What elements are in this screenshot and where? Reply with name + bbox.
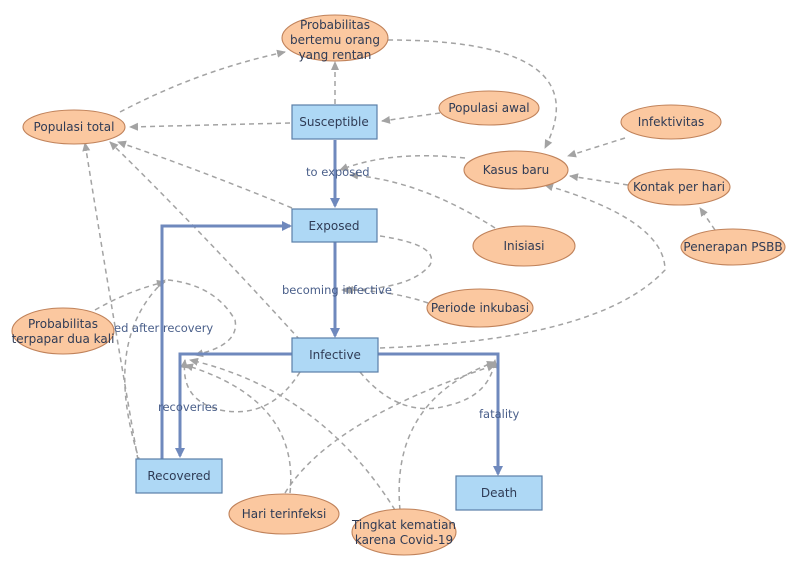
var-populasi-total[interactable]: Populasi total	[22, 109, 126, 145]
var-inisiasi[interactable]: Inisiasi	[472, 225, 576, 267]
svg-text:Kontak per hari: Kontak per hari	[633, 180, 725, 194]
svg-text:karena Covid-19: karena Covid-19	[355, 533, 453, 547]
flows	[160, 140, 503, 476]
stock-infective[interactable]: Infective	[291, 337, 379, 373]
link-psbb-to-kontak	[699, 207, 716, 231]
svg-text:Periode inkubasi: Periode inkubasi	[431, 301, 529, 315]
flow-labels: to exposed becoming infective recoveries…	[80, 165, 520, 421]
link-exposedafter-loop	[167, 279, 237, 358]
link-prob-meet-to-kasus	[387, 39, 557, 149]
stock-death[interactable]: Death	[455, 475, 543, 511]
link-exposed-to-becoming	[341, 235, 433, 294]
var-tingkat-kematian[interactable]: Tingkat kematian karena Covid-19	[351, 508, 457, 556]
link-infective-to-poptotal	[109, 141, 301, 341]
svg-text:Populasi awal: Populasi awal	[448, 101, 529, 115]
svg-text:Inisiasi: Inisiasi	[503, 239, 544, 253]
flow-fatality	[378, 352, 503, 476]
link-tingkat-to-fatality	[398, 360, 496, 511]
link-tingkat-to-recoveries	[189, 357, 396, 511]
link-exposed-to-poptotal	[117, 140, 293, 209]
var-kontak-per-hari[interactable]: Kontak per hari	[627, 168, 731, 206]
link-periode-to-becoming	[344, 286, 429, 304]
svg-text:Exposed: Exposed	[309, 219, 360, 233]
svg-text:Populasi total: Populasi total	[34, 120, 115, 134]
svg-text:Penerapan PSBB: Penerapan PSBB	[683, 240, 782, 254]
svg-text:Infektivitas: Infektivitas	[638, 115, 705, 129]
var-hari-terinfeksi[interactable]: Hari terinfeksi	[228, 493, 340, 535]
var-periode-inkubasi[interactable]: Periode inkubasi	[426, 288, 534, 328]
stock-exposed[interactable]: Exposed	[291, 208, 378, 243]
link-kontak-to-kasus	[569, 173, 629, 186]
svg-text:Susceptible: Susceptible	[299, 115, 368, 129]
svg-text:bertemu orang: bertemu orang	[290, 33, 380, 47]
link-popawal-to-susceptible	[381, 112, 441, 124]
label-to-exposed: to exposed	[306, 165, 370, 179]
link-inisiasi-to-toexposed	[349, 171, 496, 229]
causal-links	[82, 39, 716, 511]
svg-text:Death: Death	[481, 486, 517, 500]
var-infektivitas[interactable]: Infektivitas	[620, 104, 722, 140]
link-infective-to-recoveries	[180, 359, 301, 413]
link-susceptible-to-poptotal	[129, 122, 291, 131]
link-poptotal-to-prob-meet	[119, 49, 286, 113]
flow-recoveries	[175, 352, 292, 458]
svg-text:Tingkat kematian: Tingkat kematian	[351, 518, 456, 532]
var-kasus-baru[interactable]: Kasus baru	[463, 150, 569, 190]
var-penerapan-psbb[interactable]: Penerapan PSBB	[680, 228, 786, 266]
var-populasi-awal[interactable]: Populasi awal	[438, 90, 540, 126]
link-hari-to-recoveries	[184, 363, 292, 494]
link-infective-to-kasus	[379, 183, 666, 349]
link-recovered-to-poptotal	[82, 142, 139, 461]
label-fatality: fatality	[479, 407, 520, 421]
link-recovered-to-exposedafter	[124, 279, 166, 463]
link-probterpapar-to-exposedafter	[94, 279, 166, 311]
var-prob-meet[interactable]: Probabilitas bertemu orang yang rentan	[281, 14, 389, 62]
svg-text:Infective: Infective	[309, 348, 361, 362]
label-recoveries: recoveries	[158, 400, 218, 414]
svg-text:Probabilitas: Probabilitas	[28, 317, 98, 331]
stock-recovered[interactable]: Recovered	[135, 458, 223, 494]
link-infektivitas-to-kasus	[567, 137, 626, 158]
svg-text:Hari terinfeksi: Hari terinfeksi	[242, 507, 327, 521]
svg-text:Probabilitas: Probabilitas	[300, 18, 370, 32]
svg-text:Kasus baru: Kasus baru	[483, 163, 549, 177]
link-infective-to-fatality	[359, 359, 498, 410]
link-hari-to-fatality	[284, 363, 496, 494]
svg-text:terpapar dua kali: terpapar dua kali	[12, 332, 115, 346]
label-becoming-infective: becoming infective	[282, 283, 392, 297]
svg-text:yang rentan: yang rentan	[299, 48, 372, 62]
stock-susceptible[interactable]: Susceptible	[291, 104, 378, 140]
var-prob-terpapar[interactable]: Probabilitas terpapar dua kali	[11, 307, 115, 355]
flow-exposed-after-recovery	[160, 221, 292, 460]
svg-text:Recovered: Recovered	[147, 469, 210, 483]
